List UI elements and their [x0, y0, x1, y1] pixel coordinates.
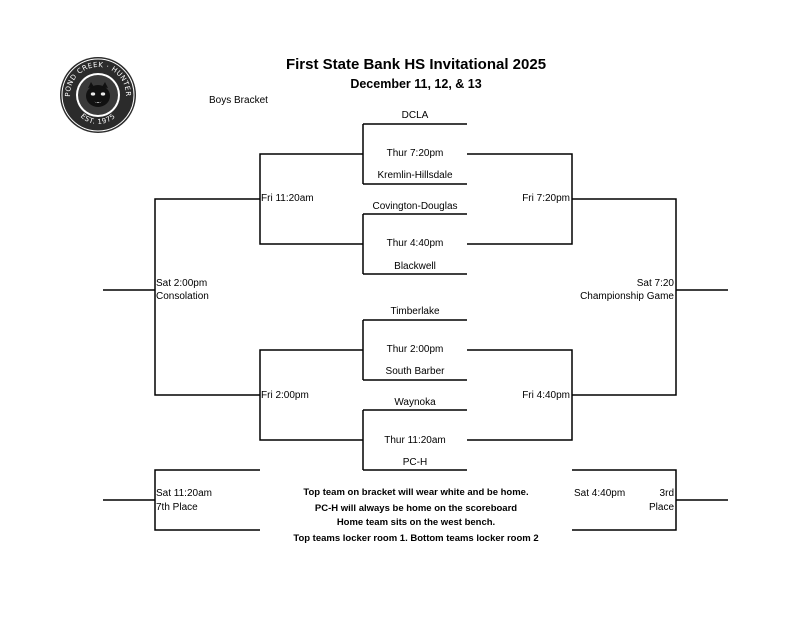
right-championship	[572, 198, 677, 396]
team-kremlin-hillsdale: Kremlin-Hillsdale	[377, 170, 453, 181]
semi-bottom-time: Fri 4:40pm	[522, 390, 570, 401]
school-logo: POND CREEK · HUNTER EST. 1975	[58, 55, 138, 135]
game-time-1: Thur 7:20pm	[386, 148, 444, 159]
page-title: First State Bank HS Invitational 2025	[285, 56, 547, 73]
left-consolation	[154, 198, 260, 396]
note-bench: Home team sits on the west bench.	[336, 517, 496, 528]
seventh-place-label: 7th Place	[156, 502, 198, 513]
seventh-place-time: Sat 11:20am	[156, 488, 212, 499]
consolation-time: Sat 2:00pm	[156, 278, 208, 289]
team-dcla: DCLA	[401, 110, 429, 121]
team-covington-douglas: Covington-Douglas	[372, 201, 458, 212]
team-south-barber: South Barber	[385, 366, 445, 377]
game-time-3: Thur 2:00pm	[386, 344, 444, 355]
team-blackwell: Blackwell	[394, 261, 436, 272]
note-scoreboard: PC-H will always be home on the scoreboa…	[314, 503, 518, 514]
note-locker-rooms: Top teams locker room 1. Bottom teams lo…	[293, 533, 539, 544]
third-place-label-2: Place	[648, 502, 674, 513]
championship-label: Championship Game	[580, 291, 674, 302]
bracket-label: Boys Bracket	[209, 95, 268, 106]
third-place-label-1: 3rd	[659, 488, 674, 499]
cons-semi-bottom-time: Fri 2:00pm	[261, 390, 309, 401]
team-pc-h: PC-H	[402, 457, 428, 468]
game-time-2: Thur 4:40pm	[386, 238, 444, 249]
third-place-time: Sat 4:40pm	[574, 488, 626, 499]
logo-seal-icon: POND CREEK · HUNTER EST. 1975	[60, 57, 136, 133]
cons-semi-top-time: Fri 11:20am	[261, 193, 314, 204]
note-home-team: Top team on bracket will wear white and …	[303, 487, 529, 498]
consolation-label: Consolation	[156, 291, 209, 302]
game-time-4: Thur 11:20am	[384, 435, 446, 446]
championship-time: Sat 7:20	[636, 278, 674, 289]
team-waynoka: Waynoka	[394, 397, 436, 408]
semi-top-time: Fri 7:20pm	[522, 193, 570, 204]
event-dates: December 11, 12, & 13	[350, 77, 482, 91]
team-timberlake: Timberlake	[390, 306, 440, 317]
